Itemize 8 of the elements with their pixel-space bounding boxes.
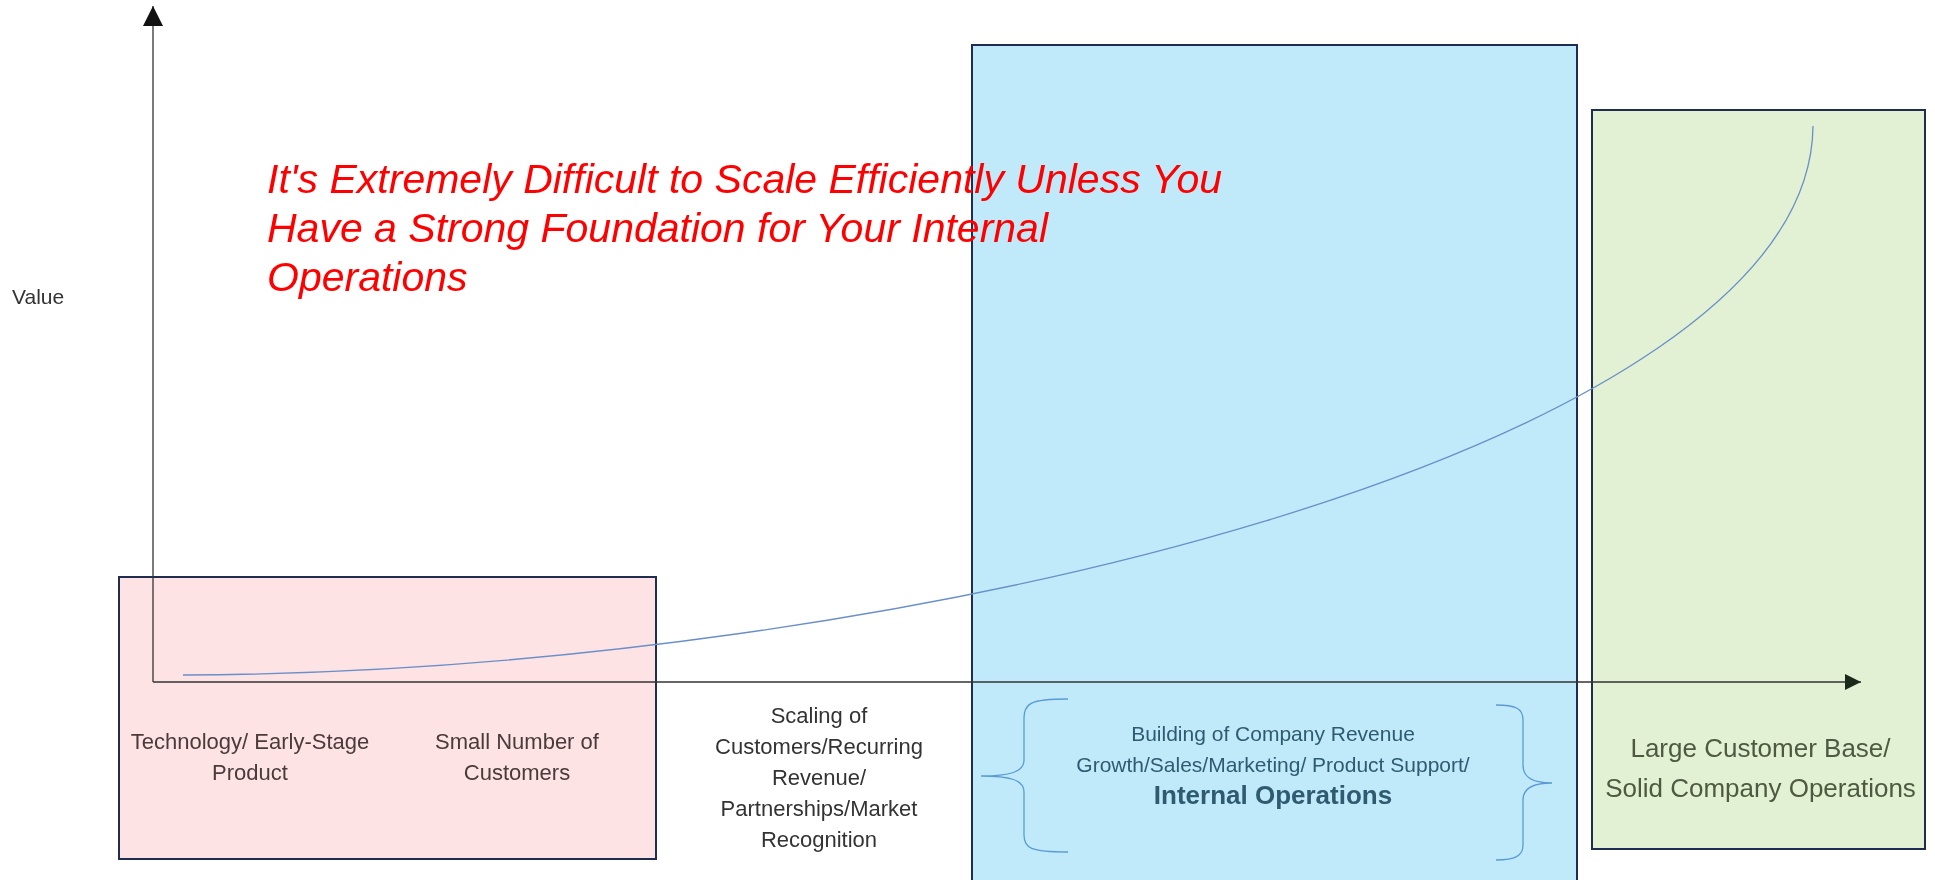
stage-text: Large Customer Base/ Solid Company Operations (1604, 732, 1917, 805)
stage-box (118, 576, 657, 860)
stage-text: Small Number of Customers (434, 728, 600, 787)
stage-text: Technology/ Early-Stage Product (129, 728, 371, 787)
axis-label: Value (12, 284, 66, 310)
stage-text: Scaling of Customers/Recurring Revenue/ Partnerships/Market Recognition (714, 702, 924, 854)
stage-text: Building of Company Revenue Growth/Sales/Marketing/ Product Support/ Internal Operations (1075, 721, 1471, 812)
stage-box (1591, 109, 1926, 850)
